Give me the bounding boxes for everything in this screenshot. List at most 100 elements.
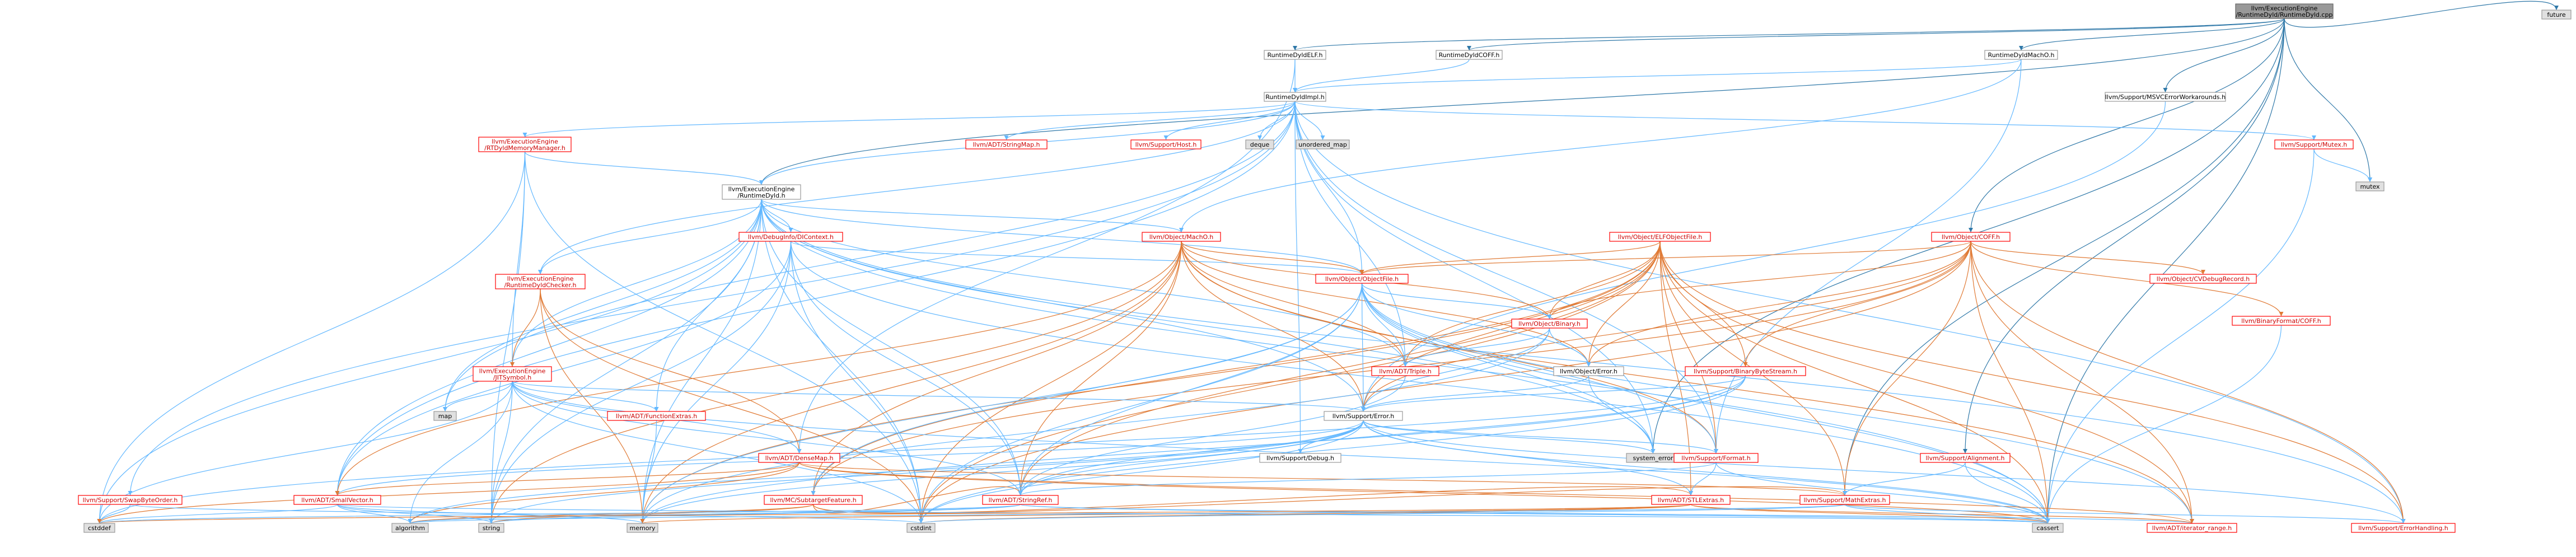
edge-line (1690, 462, 1717, 496)
edge-line (790, 241, 1363, 275)
node-format[interactable]: llvm/Support/Format.h (1673, 453, 1759, 463)
edge-objcoff-to-objfile (1359, 241, 1971, 275)
node-stringmap[interactable]: llvm/ADT/StringMap.h (965, 139, 1048, 149)
edge-objcoff-to-bincoff (1970, 241, 2284, 317)
edge-line (490, 151, 526, 524)
edge-arrowhead (640, 519, 645, 523)
node-mathextras[interactable]: llvm/Support/MathExtras.h (1799, 495, 1890, 505)
node-rtdylmm[interactable]: llvm/ExecutionEngine/RTDyldMemoryManager… (478, 137, 572, 152)
node-cstdint[interactable]: cstdint (906, 523, 936, 533)
node-bincoff[interactable]: llvm/BinaryFormat/COFF.h (2232, 316, 2331, 326)
node-debug[interactable]: llvm/Support/Debug.h (1259, 453, 1341, 463)
edge-line (642, 420, 1364, 524)
node-supperror[interactable]: llvm/Support/Error.h (1324, 411, 1403, 421)
node-swapbyte[interactable]: llvm/Support/SwapByteOrder.h (78, 495, 183, 505)
node-funcextras[interactable]: llvm/ADT/FunctionExtras.h (607, 411, 706, 421)
node-cassert[interactable]: cassert (2032, 523, 2064, 533)
node-bbs[interactable]: llvm/Support/BinaryByteStream.h (1685, 366, 1806, 376)
edge-line (2047, 148, 2315, 524)
node-subtarget[interactable]: llvm/MC/SubtargetFeature.h (764, 495, 863, 505)
edge-line (798, 462, 1845, 496)
node-smallvec[interactable]: llvm/ADT/SmallVector.h (293, 495, 381, 505)
node-map[interactable]: map (433, 411, 457, 421)
edge-arrowhead (1257, 135, 1262, 140)
edge-arrowhead (1403, 362, 1408, 367)
node-objerror[interactable]: llvm/Object/Error.h (1553, 366, 1624, 376)
edge-line (1363, 420, 1691, 496)
edge-line (1363, 327, 1550, 412)
node-iterrange[interactable]: llvm/ADT/iterator_range.h (2147, 523, 2237, 533)
edge-impl-to-stringmap (1004, 101, 1296, 141)
node-label: cstdint (910, 525, 932, 532)
edge-line (445, 381, 513, 412)
node-box (1130, 139, 1201, 149)
node-label: llvm/MC/SubtargetFeature.h (770, 497, 856, 504)
node-box (2149, 274, 2257, 284)
node-umap[interactable]: unordered_map (1296, 139, 1350, 149)
edge-line (336, 420, 1364, 496)
edge-arrowhead (1714, 449, 1718, 453)
edge-arrowhead (1320, 135, 1325, 140)
node-cvdebug[interactable]: llvm/Object/CVDebugRecord.h (2149, 274, 2257, 284)
node-objmacho[interactable]: llvm/Object/MachO.h (1142, 232, 1221, 242)
edge-arrowhead (1018, 491, 1023, 495)
node-box (1920, 453, 2011, 463)
node-densemap[interactable]: llvm/ADT/DenseMap.h (758, 453, 840, 463)
node-stlextras[interactable]: llvm/ADT/STLExtras.h (1651, 495, 1731, 505)
node-coff[interactable]: RuntimeDyldCOFF.h (1436, 50, 1503, 60)
node-future[interactable]: future (2541, 10, 2572, 20)
node-alignment[interactable]: llvm/Support/Alignment.h (1920, 453, 2011, 463)
node-label: RuntimeDyldMachO.h (1988, 52, 2055, 59)
edge-arrowhead (2019, 46, 2023, 50)
edge-objmacho-to-format (1181, 241, 1718, 454)
node-mutex[interactable]: mutex (2355, 181, 2385, 191)
edge-line (540, 199, 762, 275)
edge-mathextras-to-cstdint (919, 504, 1845, 524)
edge-line (524, 151, 922, 524)
edge-line (1844, 504, 2049, 524)
node-dicontext[interactable]: llvm/DebugInfo/DIContext.h (738, 232, 843, 242)
edge-line (409, 504, 814, 524)
node-syserr[interactable]: system_error (1626, 453, 1680, 463)
node-jitsym[interactable]: llvm/ExecutionEngine/JITSymbol.h (473, 366, 552, 382)
node-stringref[interactable]: llvm/ADT/StringRef.h (982, 495, 1059, 505)
node-label: llvm/Object/Error.h (1560, 368, 1617, 375)
edge-line (642, 241, 1182, 524)
node-macho[interactable]: RuntimeDyldMachO.h (1984, 50, 2058, 60)
edge-arrowhead (1843, 491, 1847, 495)
node-rtdchecker[interactable]: llvm/ExecutionEngine/RuntimeDyldChecker.… (495, 274, 586, 289)
node-memory[interactable]: memory (627, 523, 658, 533)
node-triple[interactable]: llvm/ADT/Triple.h (1371, 366, 1439, 376)
node-box (293, 495, 381, 505)
node-elfobj[interactable]: llvm/Object/ELFObjectFile.h (1609, 232, 1711, 242)
node-impl[interactable]: RuntimeDyldImpl.h (1264, 92, 1326, 102)
edge-line (1659, 241, 1691, 496)
node-root[interactable]: llvm/ExecutionEngine/RuntimeDyld/Runtime… (2235, 3, 2334, 19)
node-msvc[interactable]: llvm/Support/MSVCErrorWorkarounds.h (2105, 92, 2226, 102)
node-objfile[interactable]: llvm/Object/ObjectFile.h (1315, 274, 1409, 284)
edge-line (1970, 241, 2204, 275)
node-label: llvm/ADT/StringRef.h (989, 497, 1053, 504)
node-host[interactable]: llvm/Support/Host.h (1130, 139, 1201, 149)
edge-line (2047, 325, 2282, 524)
node-string[interactable]: string (478, 523, 504, 533)
edge-line (512, 381, 2049, 524)
edge-line (2021, 18, 2285, 51)
node-label: map (438, 413, 452, 420)
edge-line (1361, 241, 1661, 275)
node-cstddef[interactable]: cstddef (83, 523, 115, 533)
node-binary[interactable]: llvm/Object/Binary.h (1511, 319, 1588, 329)
node-algorithm[interactable]: algorithm (391, 523, 429, 533)
edge-line (790, 241, 1021, 496)
node-deque[interactable]: deque (1245, 139, 1274, 149)
node-errhandling[interactable]: llvm/Support/ErrorHandling.h (2351, 523, 2456, 533)
node-label: llvm/Object/Binary.h (1518, 320, 1581, 327)
edge-line (409, 381, 513, 524)
node-label: algorithm (395, 525, 425, 532)
node-elf[interactable]: RuntimeDyldELF.h (1264, 50, 1326, 60)
edge-supperror-to-string (489, 420, 1364, 524)
node-mutexh[interactable]: llvm/Support/Mutex.h (2274, 139, 2354, 149)
node-rtdyld[interactable]: llvm/ExecutionEngine/RuntimeDyld.h (722, 184, 801, 200)
node-objcoff[interactable]: llvm/Object/COFF.h (1931, 232, 2011, 242)
edge-objcoff-to-cassert (1970, 241, 2050, 524)
